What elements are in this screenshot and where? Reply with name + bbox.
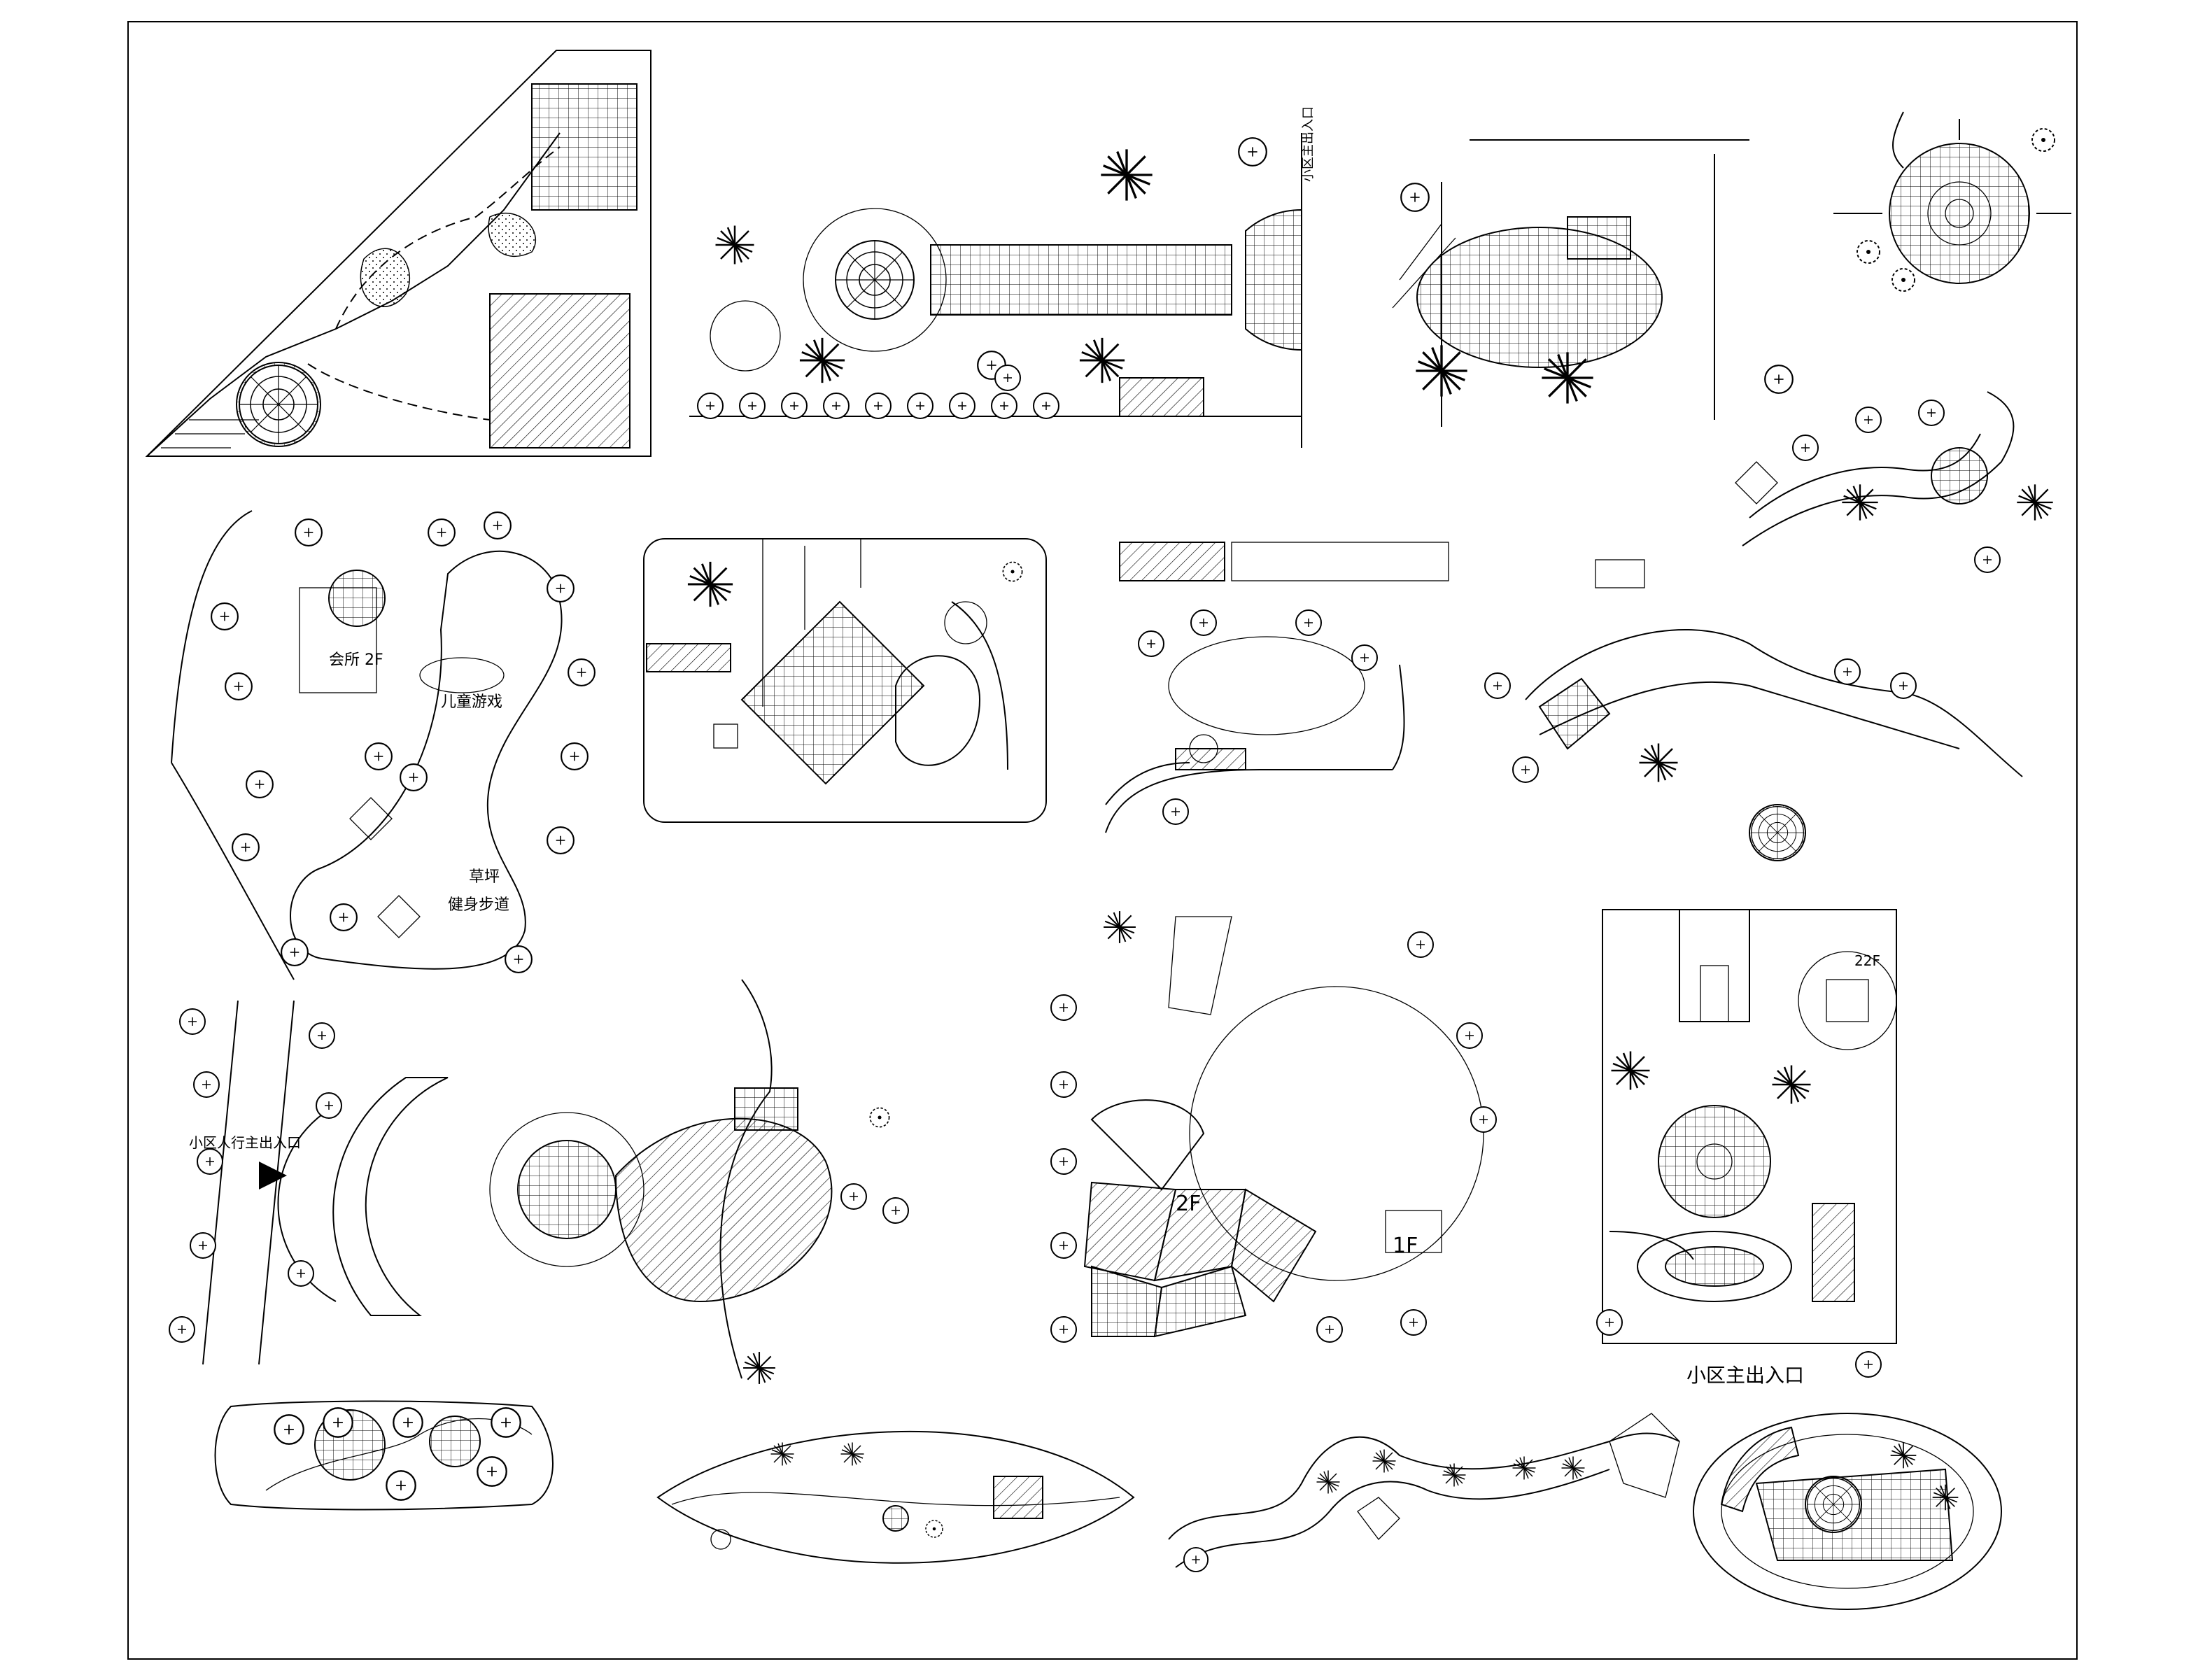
label-lawn: 草坪	[469, 868, 500, 886]
label-1f: 1F	[1393, 1234, 1418, 1258]
plan-oval-plaza	[1693, 1413, 2002, 1610]
label-2f: 2F	[1176, 1192, 1201, 1216]
label-childrens-play: 儿童游戏	[441, 693, 502, 711]
label-clubhouse-2f: 会所 2F	[329, 651, 383, 669]
label-22f: 22F	[1854, 952, 1880, 969]
plan-lens-park	[656, 1430, 1135, 1564]
plan-road-corner	[1105, 542, 1449, 833]
plan-square-pavilion	[643, 538, 1047, 823]
plan-oval-court	[1392, 139, 1794, 427]
plan-curved-walk	[1735, 391, 2054, 573]
plan-roundabout	[1833, 111, 2071, 292]
plan-residential-entry: 22F 小区主出入口	[1596, 909, 1897, 1387]
plan-twin-lawn	[214, 1400, 554, 1511]
plan-entrance-plaza: 小区人行主出入口	[169, 979, 909, 1385]
plan-winding-park	[1484, 559, 2023, 861]
plan-clubhouse-garden: 会所 2F 儿童游戏 草坪 健身步道	[171, 510, 596, 980]
label-main-entrance: 小区主出入口	[1686, 1364, 1804, 1387]
label-main-entrance-top: 小区主出入口	[1301, 106, 1316, 182]
plan-ring-garden: 2F 1F	[1050, 910, 1497, 1343]
plan-triangular-garden	[145, 50, 651, 457]
drawing-frame	[127, 21, 2078, 1660]
plan-axial-plaza	[689, 133, 1302, 448]
label-fitness-path: 健身步道	[448, 896, 509, 914]
plan-stream-walk	[1168, 1413, 1680, 1573]
label-pedestrian-entrance: 小区人行主出入口	[189, 1134, 301, 1151]
